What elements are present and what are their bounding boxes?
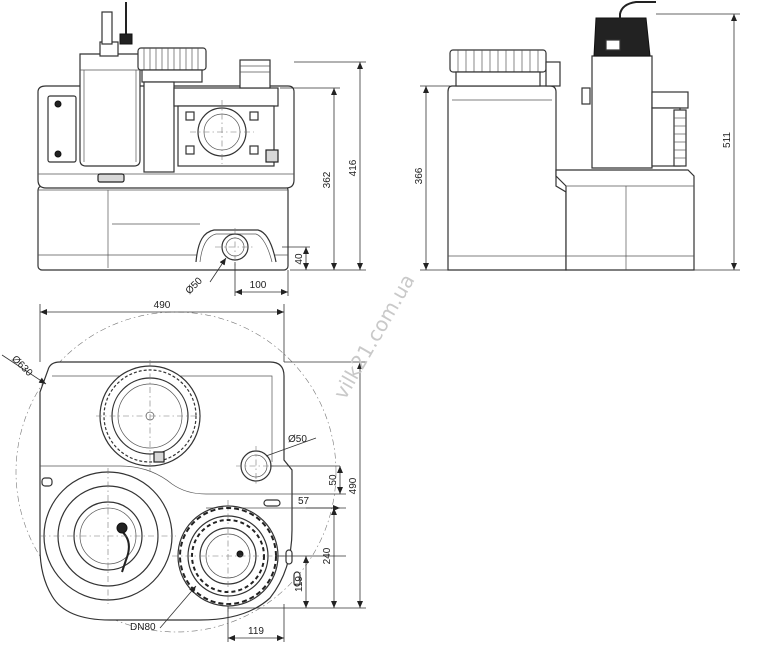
top-dim-inlet-diameter: Ø50 (288, 434, 307, 445)
top-dim-side-240: 240 (322, 547, 333, 564)
top-dim-circle-diameter: Ø630 (9, 354, 34, 379)
side-inlet-flange (673, 109, 687, 167)
front-screw-cap (137, 47, 207, 71)
front-dim-outlet-offset: 100 (250, 280, 267, 291)
side-pump-motor (591, 55, 653, 169)
side-dimensions (420, 13, 740, 271)
front-dim-height-inlet: 362 (322, 171, 333, 188)
watermark: vilk21.com.ua (328, 270, 419, 404)
front-dim-outlet-height: 40 (294, 253, 305, 265)
top-dim-bottom-119: 119 (248, 626, 264, 637)
front-dimensions (209, 61, 366, 296)
top-dimensions (1, 304, 366, 642)
top-dim-side-119: 119 (294, 576, 305, 592)
top-view: 490 Ø630 Ø50 50 490 57 240 119 119 DN80 (1, 300, 366, 642)
top-dim-side-57: 57 (298, 496, 310, 507)
top-dim-inlet-offset: 50 (328, 474, 339, 486)
top-dim-depth: 490 (348, 477, 359, 494)
front-dim-outlet-diameter: Ø50 (184, 275, 205, 296)
top-outer-circle (15, 311, 337, 633)
side-tank-body (447, 85, 567, 271)
front-pump-motor (79, 53, 141, 167)
front-vent-pipe (239, 59, 271, 89)
side-view: 366 511 (414, 1, 740, 271)
top-dim-width: 490 (154, 300, 171, 311)
front-view: 416 362 40 100 Ø50 (37, 2, 366, 297)
side-dim-height-tank: 366 (414, 167, 425, 184)
side-pump-chamber (555, 169, 695, 271)
front-cable-gland (101, 11, 113, 45)
side-motor-top (593, 17, 651, 57)
front-dim-height-total: 416 (348, 159, 359, 176)
top-label-dn80: DN80 (130, 622, 156, 633)
side-dim-height-total: 511 (722, 132, 733, 148)
